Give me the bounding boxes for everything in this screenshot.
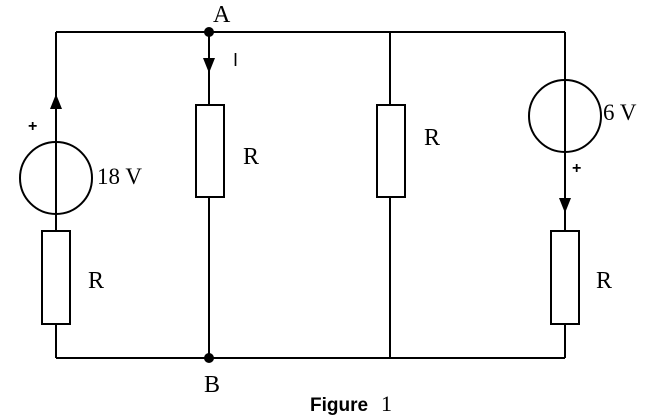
source-6v-polarity: + bbox=[572, 160, 581, 177]
arrow-up-icon bbox=[50, 94, 62, 109]
node-b-label: B bbox=[204, 372, 220, 398]
branch2-resistor bbox=[195, 104, 225, 198]
branch4-resistor bbox=[550, 230, 580, 325]
voltage-source-18v bbox=[19, 94, 93, 215]
node-b-dot bbox=[204, 353, 214, 363]
current-label: I bbox=[233, 50, 238, 70]
current-arrow-icon bbox=[203, 58, 215, 73]
source-18v-label: 18 V bbox=[97, 164, 142, 189]
branch3-resistor bbox=[376, 104, 406, 198]
branch1-resistor-label: R bbox=[88, 268, 104, 294]
caption-word: Figure bbox=[310, 395, 368, 416]
branch1-resistor bbox=[41, 230, 71, 325]
source-6v-label: 6 V bbox=[603, 100, 637, 125]
node-a-dot bbox=[204, 27, 214, 37]
figure-caption: Figure 1 bbox=[310, 391, 392, 416]
node-a-label: A bbox=[213, 2, 231, 28]
branch2-resistor-label: R bbox=[243, 144, 259, 170]
source-18v-polarity: + bbox=[28, 118, 37, 135]
wiring bbox=[55, 31, 566, 359]
caption-number: 1 bbox=[381, 391, 392, 416]
branch4-resistor-label: R bbox=[596, 268, 612, 294]
arrow-down-icon bbox=[559, 198, 571, 213]
voltage-source-6v bbox=[528, 79, 602, 213]
branch3-resistor-label: R bbox=[424, 125, 440, 151]
